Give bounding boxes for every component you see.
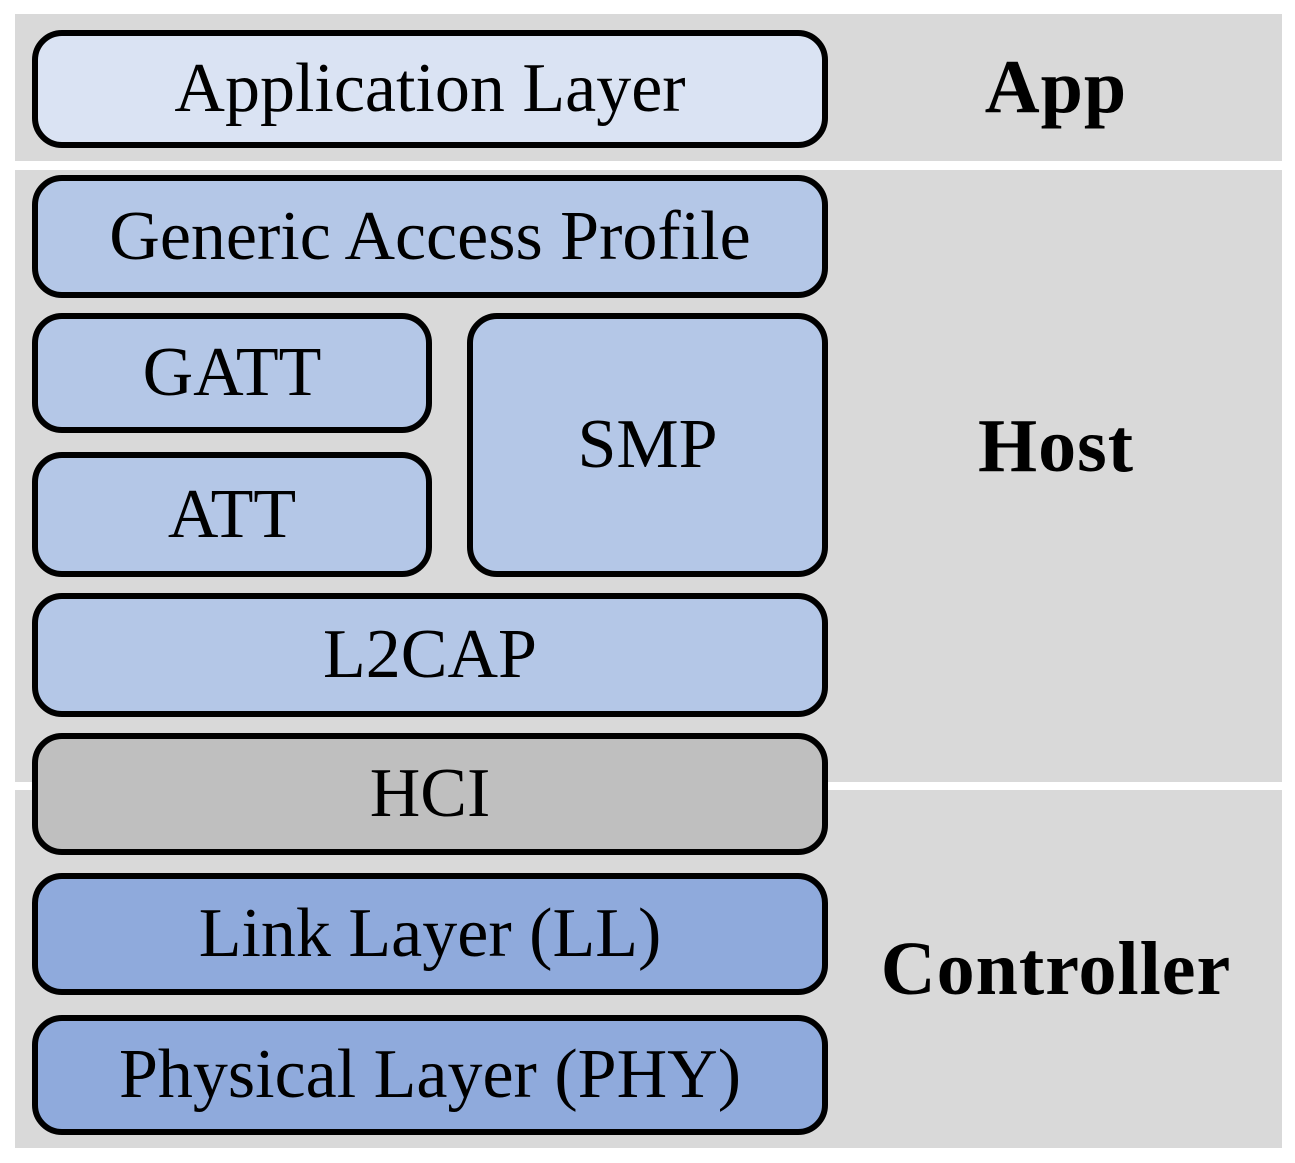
box-smp: SMP [467,313,828,577]
box-gatt: GATT [32,313,432,433]
box-link-layer-label: Link Layer (LL) [198,895,662,972]
box-l2cap-label: L2CAP [323,616,537,693]
box-smp-label: SMP [577,406,718,483]
box-hci: HCI [32,733,828,855]
box-physical-layer: Physical Layer (PHY) [32,1015,828,1135]
band-label-controller: Controller [880,926,1232,1011]
box-gatt-label: GATT [142,334,322,411]
box-link-layer: Link Layer (LL) [32,873,828,995]
band-label-host: Host [978,403,1134,488]
box-l2cap: L2CAP [32,593,828,717]
box-generic-access-profile: Generic Access Profile [32,175,828,298]
box-physical-layer-label: Physical Layer (PHY) [118,1036,742,1113]
box-application-layer-label: Application Layer [174,50,686,127]
box-att-label: ATT [167,475,297,553]
box-application-layer: Application Layer [32,30,828,148]
box-hci-label: HCI [369,755,491,832]
box-att: ATT [32,452,432,577]
box-generic-access-profile-label: Generic Access Profile [109,197,751,275]
band-label-app: App [984,45,1128,129]
